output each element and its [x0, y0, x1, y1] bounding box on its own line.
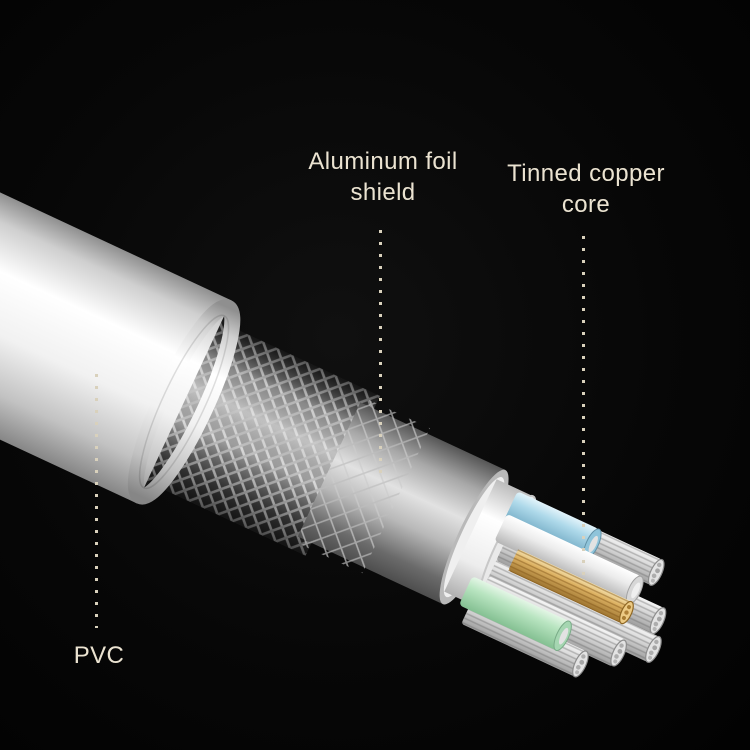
label-aluminum-foil-shield-line1: Aluminum foil: [308, 148, 458, 175]
label-tinned-copper-core-line1: Tinned copper: [507, 160, 665, 187]
wire-green: [460, 577, 572, 651]
label-pvc-line1: PVC: [73, 642, 125, 669]
pointer-line-tinned-copper-core: [582, 236, 585, 584]
pointer-line-aluminum-foil-shield: [379, 230, 382, 474]
copper-core-wire: [508, 548, 634, 625]
label-tinned-copper-core: Tinned copper core: [507, 158, 665, 220]
label-tinned-copper-core-line2: core: [561, 191, 611, 218]
pointer-line-pvc: [95, 374, 98, 628]
label-aluminum-foil-shield: Aluminum foil shield: [308, 146, 457, 208]
label-pvc: PVC: [74, 640, 125, 671]
label-aluminum-foil-shield-line2: shield: [350, 179, 416, 206]
pvc-jacket: [0, 148, 241, 505]
